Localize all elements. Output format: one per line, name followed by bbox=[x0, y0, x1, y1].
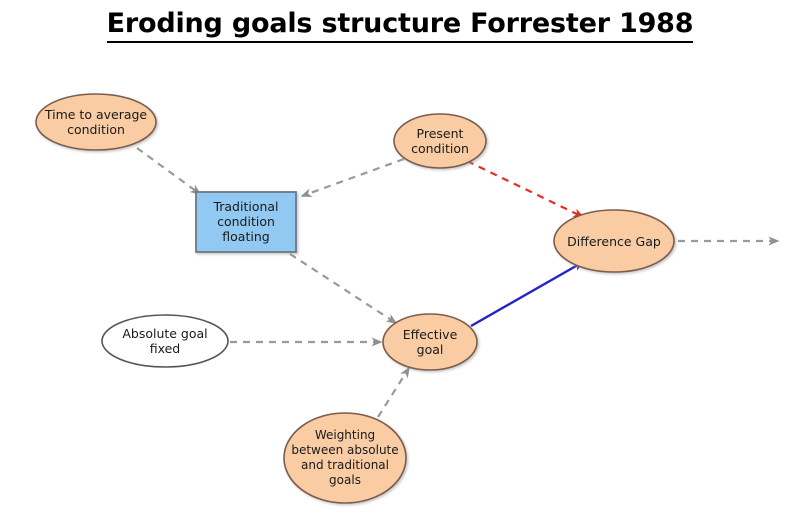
edge-present-to-difference-gap bbox=[466, 160, 585, 218]
page-title-text: Eroding goals structure Forrester 1988 bbox=[106, 8, 694, 43]
node-present-condition[interactable] bbox=[393, 113, 487, 169]
page-title: Eroding goals structure Forrester 1988 bbox=[0, 8, 800, 43]
node-effective-goal[interactable] bbox=[382, 313, 478, 371]
node-weighting-between-absolute-and-traditional-goals[interactable] bbox=[283, 412, 407, 504]
node-traditional-condition-floating[interactable] bbox=[195, 191, 297, 253]
node-time-to-average-condition[interactable] bbox=[35, 93, 157, 151]
edge-effective-goal-to-difference-gap bbox=[470, 260, 585, 328]
node-layer bbox=[35, 93, 675, 504]
node-difference-gap[interactable] bbox=[553, 209, 675, 273]
edge-time-to-traditional bbox=[136, 147, 202, 195]
edge-traditional-to-effective-goal bbox=[289, 253, 398, 324]
node-absolute-goal-fixed[interactable] bbox=[101, 314, 229, 368]
edge-weighting-to-effective-goal bbox=[377, 366, 410, 418]
edge-present-to-traditional bbox=[300, 157, 405, 198]
edge-layer bbox=[136, 147, 780, 418]
